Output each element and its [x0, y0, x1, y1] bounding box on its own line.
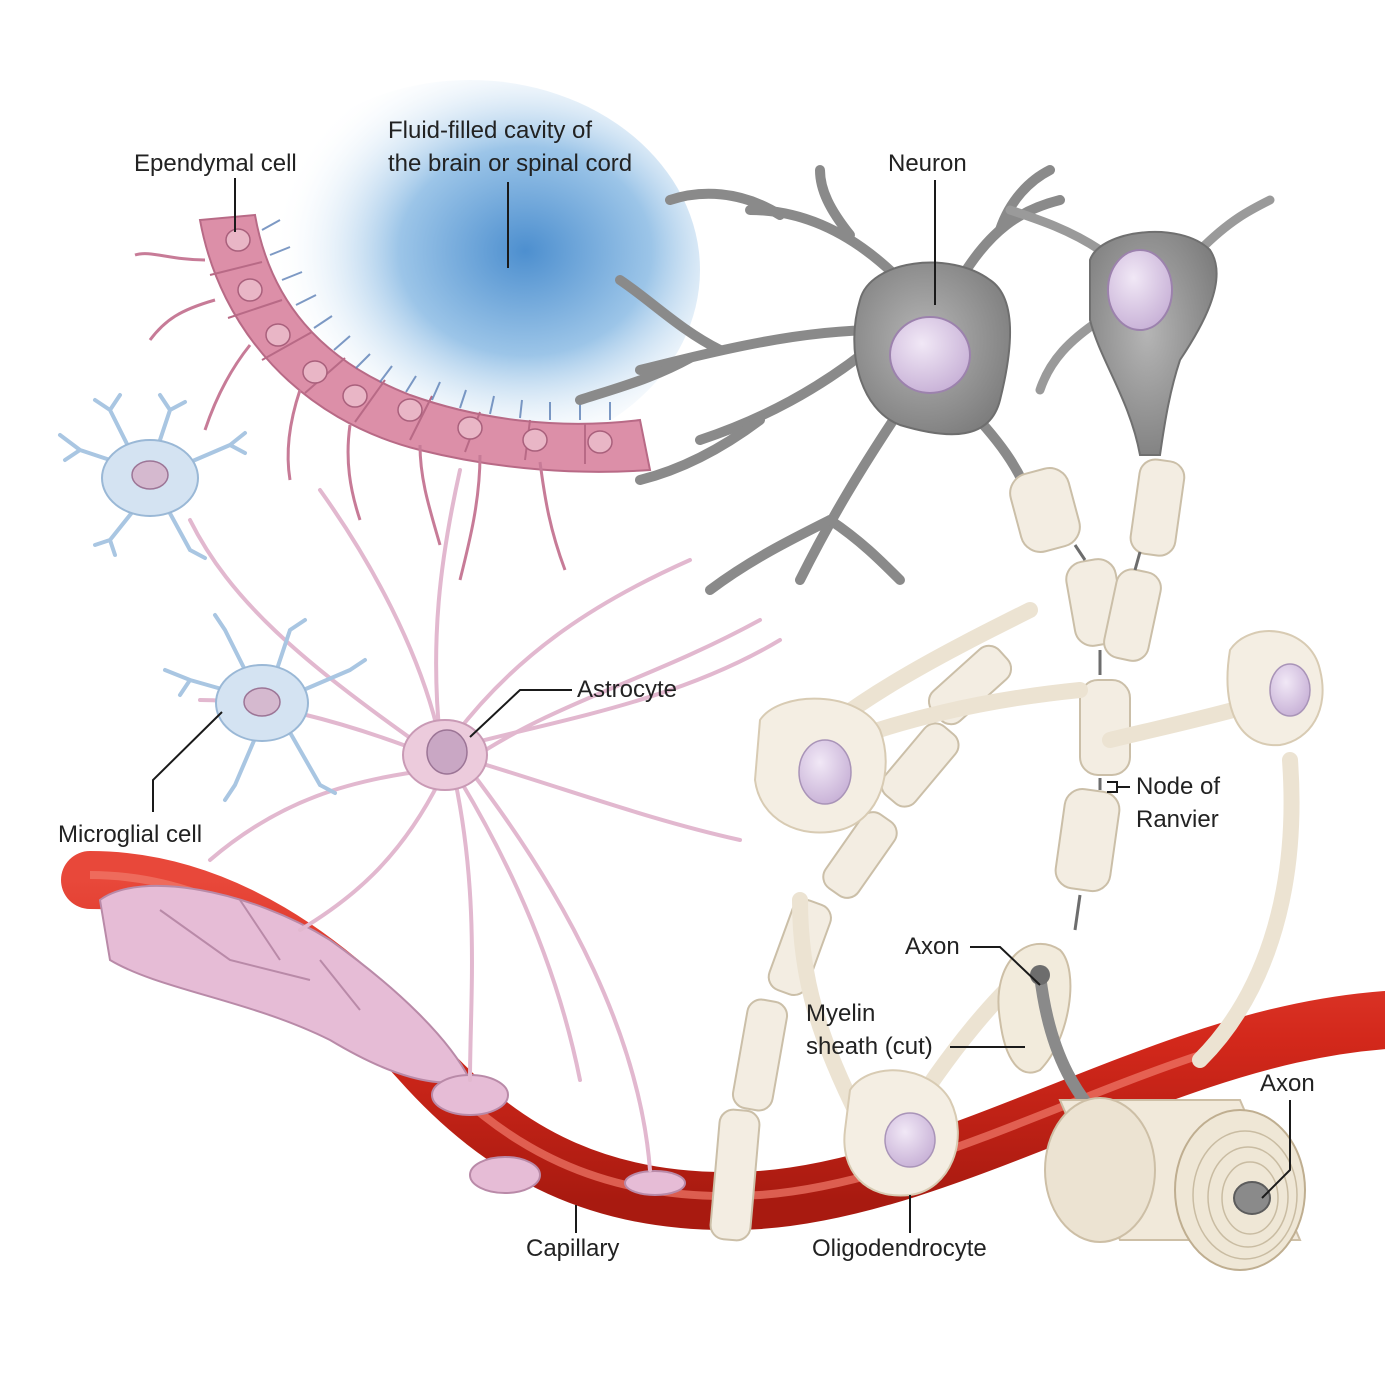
ependymal-cell-text: Ependymal cell	[134, 150, 297, 177]
axon-cross-section	[1044, 1097, 1306, 1271]
capillary-text: Capillary	[526, 1235, 620, 1262]
microglial-cell-text: Microglial cell	[58, 821, 203, 848]
leader-node-of-ranvier	[1107, 781, 1130, 793]
axon-right-text: Axon	[1260, 1070, 1315, 1097]
neuron-secondary	[1005, 195, 1275, 456]
leader-lines	[152, 178, 1291, 1233]
label-ependymal-cell: Ependymal cell	[134, 147, 297, 180]
label-microglial-cell: Microglial cell	[58, 818, 202, 851]
ependymal-layer	[134, 213, 652, 581]
oligodendrocyte-text: Oligodendrocyte	[812, 1235, 987, 1262]
astrocyte	[188, 468, 782, 1172]
label-neuron: Neuron	[888, 147, 967, 180]
label-capillary: Capillary	[526, 1232, 619, 1265]
label-axon-upper: Axon	[905, 930, 960, 963]
capillary-endfeet	[98, 884, 686, 1196]
myelin-sheath-line-1: Myelin	[806, 1000, 876, 1027]
leader-axon-right	[1261, 1100, 1291, 1199]
myelin-sheath-line-2: sheath (cut)	[806, 1033, 933, 1060]
label-astrocyte: Astrocyte	[577, 673, 677, 706]
label-axon-right: Axon	[1260, 1067, 1315, 1100]
leader-microglial	[152, 711, 223, 812]
neuron-text: Neuron	[888, 150, 967, 177]
fluid-cavity-line-1: Fluid-filled cavity of	[388, 117, 593, 144]
astrocyte-text: Astrocyte	[577, 676, 678, 703]
axon-upper-text: Axon	[905, 933, 960, 960]
leader-axon-upper	[970, 946, 1041, 986]
fluid-cavity-line-2: the brain or spinal cord	[388, 150, 633, 177]
node-of-ranvier-line-1: Node of	[1136, 773, 1221, 800]
oligodendrocytes	[753, 602, 1324, 1197]
label-myelin-sheath: Myelin sheath (cut)	[806, 997, 933, 1063]
microglial-cells	[58, 393, 367, 802]
myelinated-axons	[709, 458, 1186, 1242]
label-node-of-ranvier: Node of Ranvier	[1136, 770, 1220, 836]
leader-astrocyte	[469, 689, 572, 738]
fluid-cavity	[240, 80, 700, 460]
node-of-ranvier-line-2: Ranvier	[1136, 806, 1219, 833]
label-oligodendrocyte: Oligodendrocyte	[812, 1232, 987, 1265]
label-fluid-cavity: Fluid-filled cavity of the brain or spin…	[388, 114, 632, 180]
neuron-main	[575, 165, 1065, 595]
